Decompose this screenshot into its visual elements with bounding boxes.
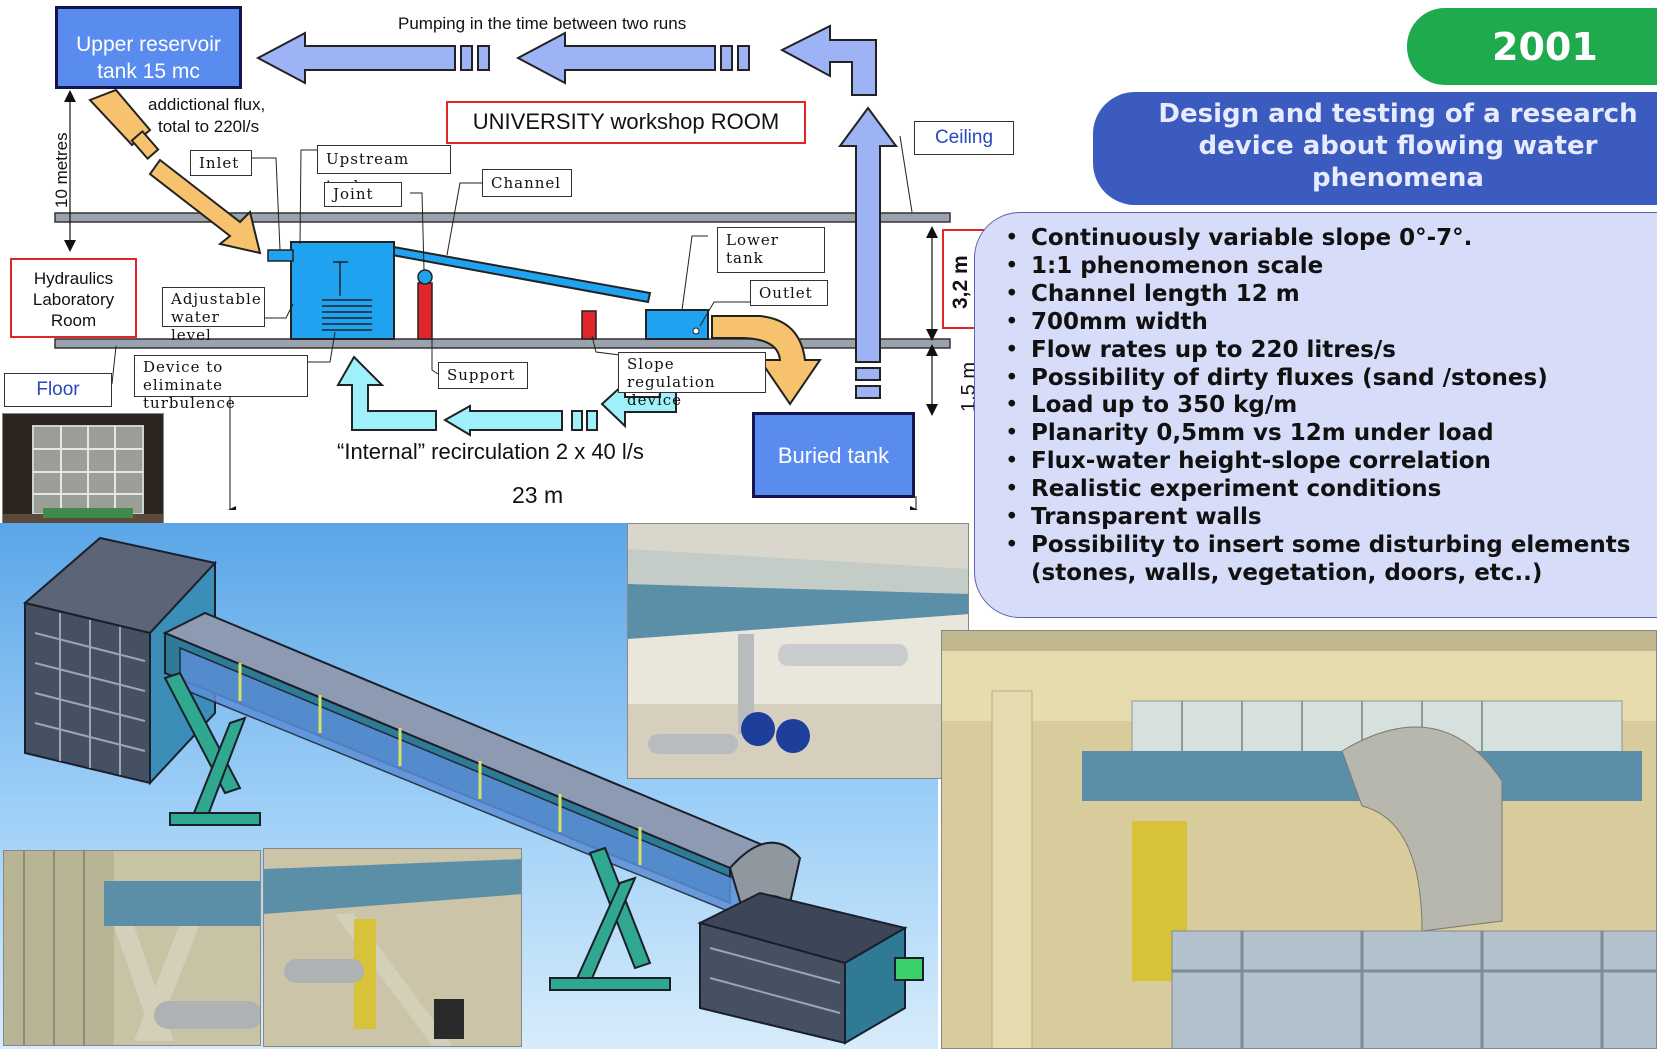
upstream-tank-shape	[290, 241, 395, 340]
cad-3d-model-icon	[22, 536, 924, 1045]
slope-regulation-label: Slope regulation device	[618, 352, 766, 409]
pumping-label: Pumping in the time between two runs	[398, 14, 687, 33]
photo-support-frame-icon	[4, 851, 260, 1045]
feature-item: Flux-water height-slope correlation	[1005, 448, 1657, 476]
features-panel: Continuously variable slope 0°-7°. 1:1 p…	[974, 212, 1657, 618]
recirculation-arrows	[336, 355, 677, 437]
year-badge: 2001	[1407, 8, 1657, 85]
ceiling-label: Ceiling	[914, 121, 1014, 155]
channel-pumps-photo	[627, 523, 969, 779]
photo-slope-device-icon	[264, 859, 521, 1046]
leader-lines	[111, 135, 913, 385]
slope-line2: device	[627, 391, 683, 409]
upper-reservoir-line2: tank 15 mc	[97, 60, 200, 83]
height-32-label: 3,2 m	[949, 255, 972, 309]
additional-flux-line2: total to 220l/s	[158, 117, 260, 136]
upper-reservoir-line1: Upper reservoir	[76, 33, 221, 56]
flume-diagram	[54, 24, 951, 510]
outlet-hole	[692, 327, 700, 335]
feature-item: 700mm width	[1005, 309, 1657, 337]
additional-flux-arrow	[88, 88, 262, 255]
support-post	[417, 282, 433, 340]
lower-tank-label: Lower tank	[717, 227, 825, 273]
adjustable-line2: water level	[171, 308, 220, 344]
turbulence-line2: turbulence	[143, 394, 236, 412]
outlet-label: Outlet	[750, 280, 828, 306]
photo-tank-frame-icon	[3, 414, 163, 536]
support-label: Support	[438, 362, 528, 389]
floor-label: Floor	[4, 373, 112, 407]
channel-label: Channel	[482, 169, 572, 197]
slope-device-photo	[263, 848, 522, 1047]
vertical-pump-arrow	[838, 106, 898, 399]
feature-item: Flow rates up to 220 litres/s	[1005, 337, 1657, 365]
slope-support-post	[581, 310, 597, 340]
feature-item-line2: (stones, walls, vegetation, doors, etc..…	[1031, 559, 1543, 586]
feature-item: Possibility to insert some disturbing el…	[1005, 531, 1657, 588]
feature-item: Transparent walls	[1005, 504, 1657, 532]
inlet-pipe	[267, 249, 294, 262]
recirculation-label: “Internal” recirculation 2 x 40 l/s	[337, 439, 644, 464]
lower-tank-line2: tank	[726, 249, 764, 267]
adjustable-level-label: Adjustable water level	[162, 287, 265, 344]
additional-flux-line1: addictional flux,	[148, 95, 266, 114]
joint-pivot	[417, 269, 433, 285]
photo-lab-overview-icon	[942, 631, 1656, 1048]
upper-reservoir: Upper reservoir tank 15 mc	[55, 6, 242, 89]
feature-item: Possibility of dirty fluxes (sand /stone…	[1005, 365, 1657, 393]
feature-item: 1:1 phenomenon scale	[1005, 253, 1657, 281]
adjustable-line1: Adjustable	[171, 290, 262, 308]
buried-tank: Buried tank	[752, 412, 915, 498]
photo-pumps-icon	[628, 524, 968, 778]
lower-tank-shape	[645, 309, 709, 340]
feature-item-line1: Possibility to insert some disturbing el…	[1031, 531, 1631, 558]
floor-beam	[54, 338, 951, 349]
ceiling-beam	[54, 212, 951, 223]
additional-flux-label: addictional flux, total to 220l/s	[148, 94, 265, 138]
length-23-label: 23 m	[512, 482, 564, 508]
pumping-arrows	[255, 24, 877, 96]
adjustable-level-lines	[322, 261, 372, 331]
feature-item: Load up to 350 kg/m	[1005, 392, 1657, 420]
feature-item: Realistic experiment conditions	[1005, 476, 1657, 504]
features-list: Continuously variable slope 0°-7°. 1:1 p…	[1005, 225, 1657, 588]
support-photo	[3, 850, 261, 1046]
feature-item: Planarity 0,5mm vs 12m under load	[1005, 420, 1657, 448]
inlet-label: Inlet	[190, 150, 252, 176]
framed-tank-photo	[2, 413, 164, 537]
page-title: Design and testing of a research device …	[1093, 92, 1657, 205]
ten-metres-label: 10 metres	[52, 132, 71, 208]
feature-item: Channel length 12 m	[1005, 281, 1657, 309]
outlet-arrow	[711, 315, 822, 406]
hydraulics-line1: Hydraulics	[33, 269, 114, 288]
joint-label: Joint	[324, 182, 402, 207]
slope-line1: Slope regulation	[627, 355, 716, 391]
hydraulics-line3: Room	[50, 311, 97, 330]
channel-overview-photo	[941, 630, 1657, 1049]
lower-tank-line1: Lower	[726, 231, 779, 249]
university-room-label: UNIVERSITY workshop ROOM	[446, 101, 806, 144]
turbulence-line1: Device to eliminate	[143, 358, 224, 394]
hydraulics-room-label: Hydraulics Laboratory Room	[10, 258, 137, 338]
upstream-tank-label: Upstream tank	[317, 145, 451, 195]
turbulence-device-label: Device to eliminate turbulence	[134, 355, 308, 412]
hydraulics-line2: Laboratory	[32, 290, 115, 309]
feature-item: Continuously variable slope 0°-7°.	[1005, 225, 1657, 253]
